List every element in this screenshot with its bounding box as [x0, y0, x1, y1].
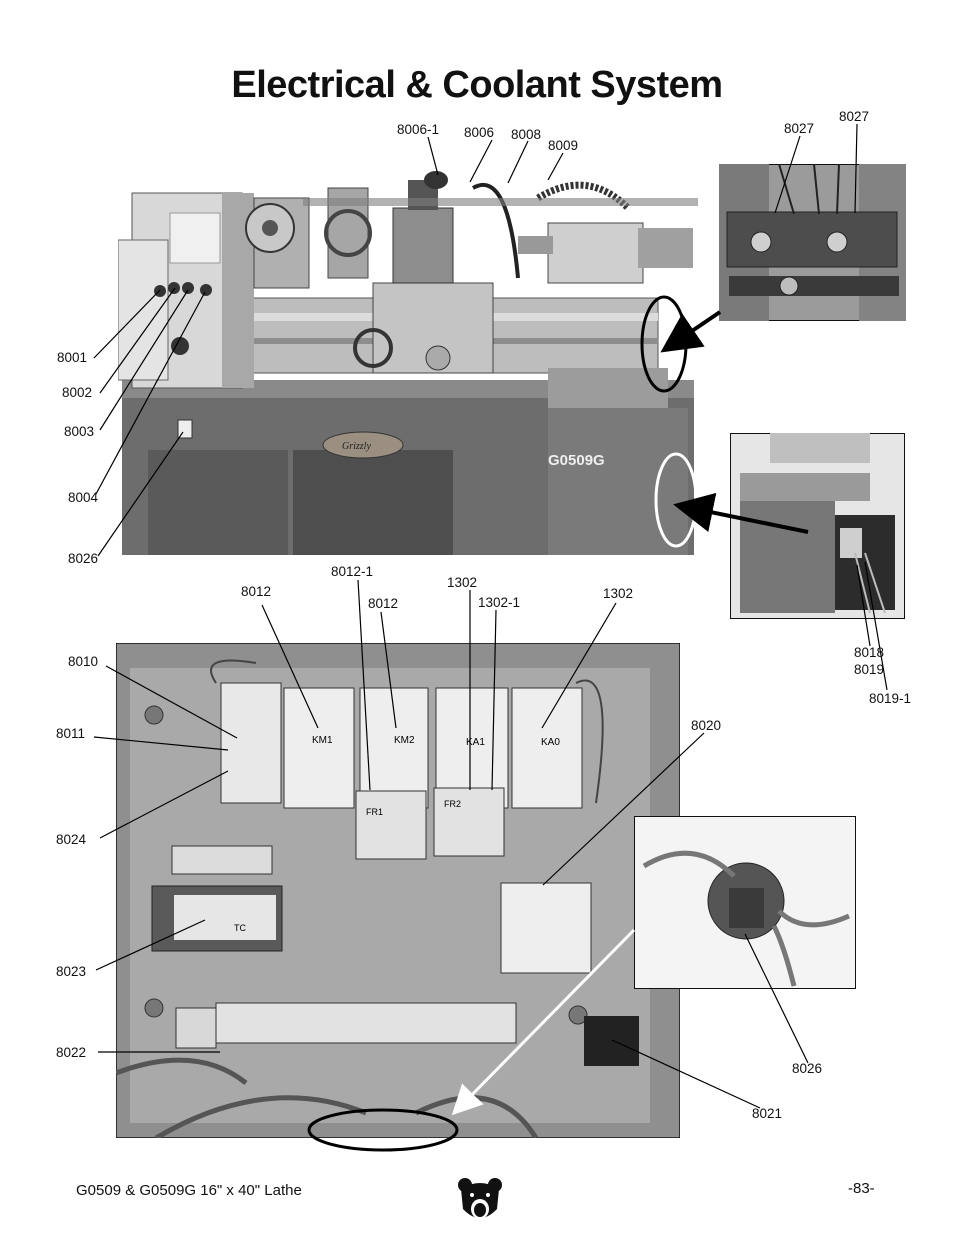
callout-8026-panel: 8026 — [792, 1061, 823, 1076]
contactor-km2-label: KM2 — [394, 735, 415, 746]
bear-logo-icon — [458, 1178, 502, 1219]
lathe-model-badge: G0509G — [548, 452, 605, 469]
callout-1302-left: 1302 — [447, 575, 478, 590]
contactor-km1-label: KM1 — [312, 735, 333, 746]
callout-8027-right: 8027 — [839, 109, 870, 124]
callout-8004: 8004 — [68, 490, 99, 505]
callout-8006: 8006 — [464, 125, 495, 140]
callout-8021: 8021 — [752, 1106, 783, 1121]
callout-8001: 8001 — [57, 350, 88, 365]
coolant-switch-inset-photo — [730, 433, 905, 619]
contactor-ka0-label: KA0 — [541, 737, 560, 748]
page-title: Electrical & Coolant System — [231, 64, 723, 106]
callout-8027-left: 8027 — [784, 121, 815, 136]
callout-8022: 8022 — [56, 1045, 87, 1060]
motor-plug-inset-photo — [634, 816, 856, 989]
callout-1302-1: 1302-1 — [478, 595, 521, 610]
callout-8012-left: 8012 — [241, 584, 272, 599]
callout-8012-1: 8012-1 — [331, 564, 374, 579]
contactor-ka1-label: KA1 — [466, 737, 485, 748]
callout-8010: 8010 — [68, 654, 99, 669]
callout-8019-1: 8019-1 — [869, 691, 912, 706]
page-number: -83- — [848, 1180, 875, 1197]
callout-8011: 8011 — [56, 726, 86, 741]
footer-model: G0509 & G0509G 16" x 40" Lathe — [76, 1182, 302, 1199]
callout-8009: 8009 — [548, 138, 579, 153]
relay-fr1-label: FR1 — [366, 807, 383, 817]
callout-8003: 8003 — [64, 424, 95, 439]
lathe-brand-badge: Grizzly — [342, 441, 371, 452]
callout-8023: 8023 — [56, 964, 87, 979]
callout-8018: 8018 — [854, 645, 885, 660]
callout-8020: 8020 — [691, 718, 722, 733]
callout-8012-right: 8012 — [368, 596, 399, 611]
electrical-box-inset-photo — [719, 164, 906, 321]
callout-8024: 8024 — [56, 832, 87, 847]
callout-1302-right: 1302 — [603, 586, 634, 601]
electrical-panel-photo: KM1 KM2 KA1 KA0 FR1 FR2 TC — [116, 643, 680, 1138]
callout-8026-lathe: 8026 — [68, 551, 99, 566]
callout-8002: 8002 — [62, 385, 93, 400]
transformer-label: TC — [234, 923, 246, 933]
callout-8019: 8019 — [854, 662, 885, 677]
callout-8008: 8008 — [511, 127, 542, 142]
callout-8006-1: 8006-1 — [397, 122, 440, 137]
relay-fr2-label: FR2 — [444, 799, 461, 809]
